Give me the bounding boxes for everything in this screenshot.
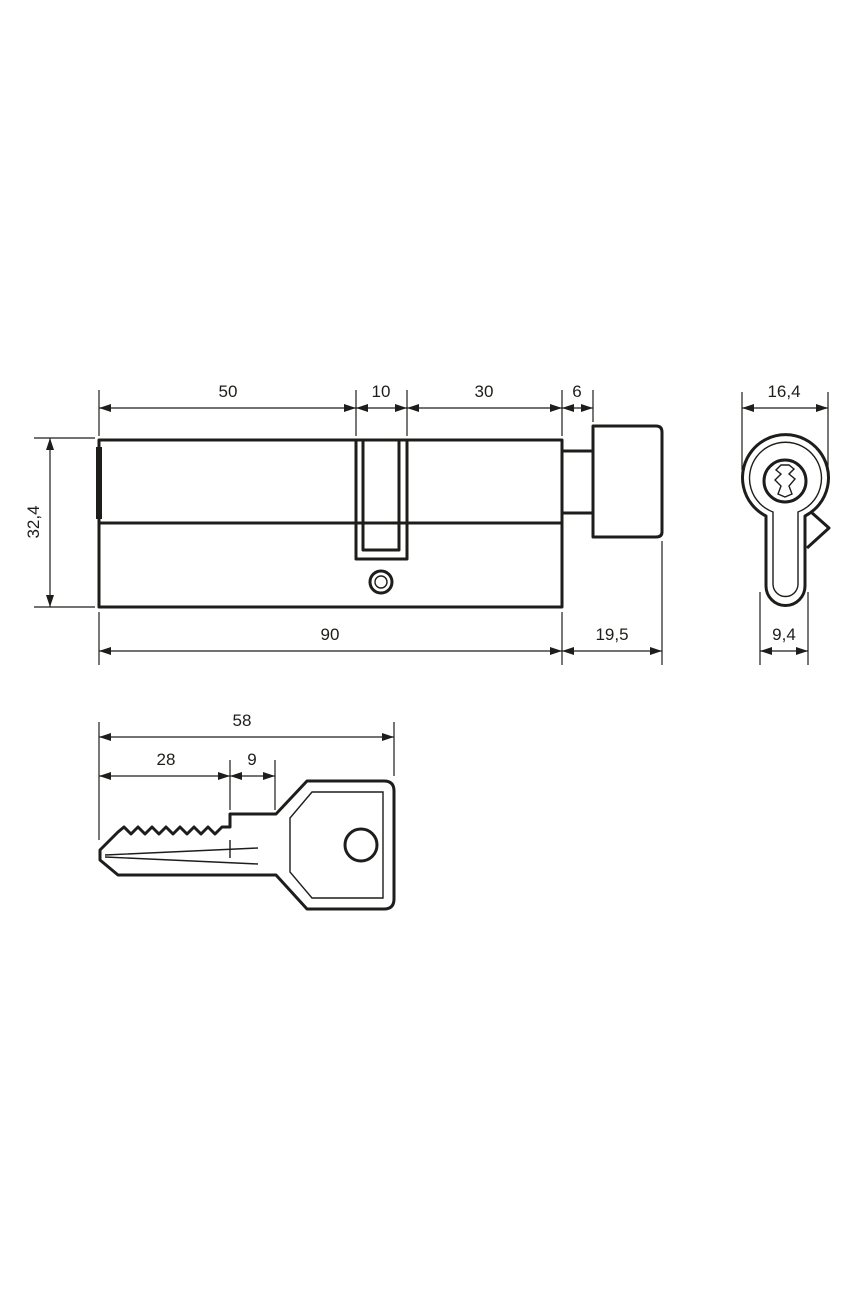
dim-key-blade: 28 [99,750,230,780]
key-hole [343,827,379,863]
cam-tab [805,510,831,550]
keyway-icon [774,464,796,498]
dim-label-58: 58 [233,711,252,730]
key [98,779,396,911]
profile-inner [748,441,823,598]
dim-segment-gap: 6 [562,382,593,412]
fixing-screw-hole [368,569,394,595]
cylinder-profile-view [741,433,831,607]
dim-label-6: 6 [572,382,581,401]
dim-profile-width-top: 16,4 [742,382,828,412]
dim-knob-length: 19,5 [562,625,662,655]
dim-label-9: 9 [247,750,256,769]
dim-label-9-4: 9,4 [772,625,796,644]
cylinder-side-view [96,424,664,609]
dim-label-32-4: 32,4 [24,505,43,538]
dim-profile-width-bottom: 9,4 [760,625,808,655]
dim-height: 32,4 [24,438,54,607]
dim-label-10: 10 [372,382,391,401]
dim-key-total: 58 [99,711,394,741]
dim-label-28: 28 [157,750,176,769]
dim-total-length: 90 [99,625,562,655]
key-groove-lines [104,840,259,865]
dim-label-19-5: 19,5 [595,625,628,644]
cam [361,440,401,552]
dim-key-shoulder: 9 [230,750,275,780]
dim-segment-cam: 10 [356,382,407,412]
profile-outline [741,433,830,607]
extension-lines [34,390,663,665]
thumb-turn-knob [591,424,664,539]
knob-spindle [560,449,595,515]
dim-label-30: 30 [475,382,494,401]
dim-label-90: 90 [321,625,340,644]
key-head-inner [289,791,384,899]
profile-extension-lines [741,392,829,665]
dim-label-16-4: 16,4 [767,382,800,401]
dim-segment-right: 30 [407,382,562,412]
cam-slot [354,440,409,561]
key-outline [98,779,396,911]
dim-segment-left: 50 [99,382,356,412]
fixing-screw-hole-inner [374,575,388,589]
dim-label-50: 50 [219,382,238,401]
plug-circle [762,458,808,504]
key-extension-lines [98,722,395,840]
cylinder-face-mark [96,447,102,519]
